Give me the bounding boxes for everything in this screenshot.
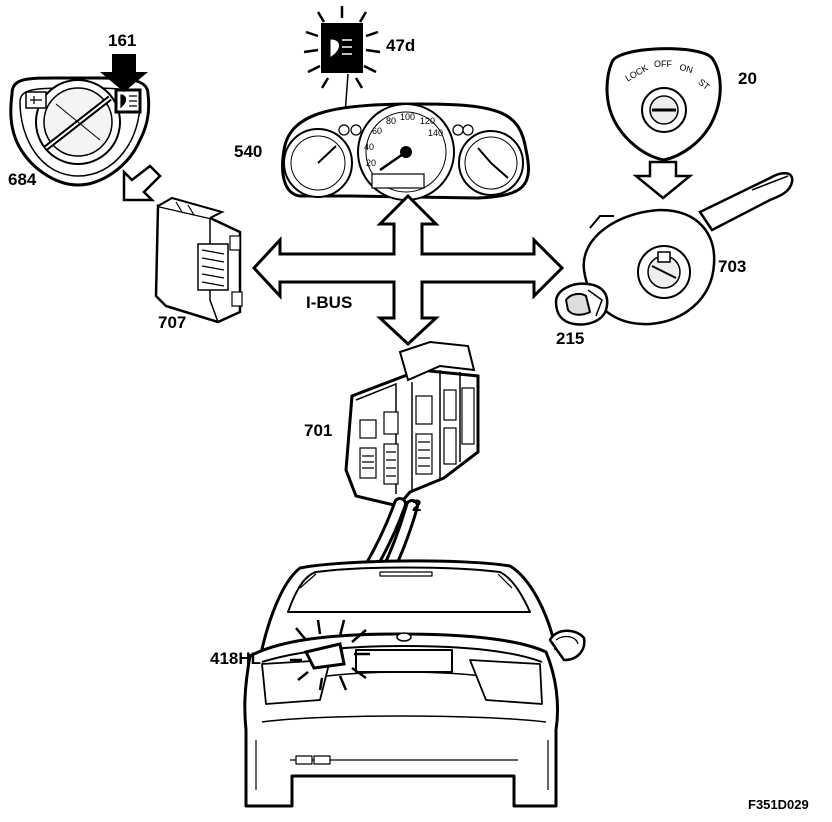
light-switch-684	[9, 76, 151, 187]
label-707: 707	[158, 313, 187, 332]
steering-module-703	[582, 172, 794, 326]
ignition-off-text: OFF	[654, 59, 672, 69]
indicator-47d	[303, 6, 381, 129]
lamp-rays	[290, 619, 370, 691]
label-418hl: 418HL	[210, 649, 262, 668]
label-161: 161	[108, 31, 137, 50]
cluster-scale-5: 120	[420, 116, 435, 126]
label-701: 701	[304, 421, 333, 440]
ignition-switch-20: LOCK OFF ON ST	[605, 47, 722, 162]
cluster-scale-3: 80	[386, 116, 396, 126]
arrow-161	[100, 54, 148, 92]
cluster-scale-6: 140	[428, 128, 443, 138]
lamp-418hl	[290, 619, 370, 691]
cluster-scale-2: 60	[372, 126, 382, 136]
cluster-scale-4: 100	[400, 112, 415, 122]
cluster-scale-0: 20	[366, 158, 376, 168]
fog-switch-215	[554, 282, 609, 326]
ignition-on-text: ON	[678, 62, 694, 75]
cluster-540: 20 40 60 80 100 120 140	[281, 102, 530, 201]
car-rear-view	[243, 559, 586, 808]
label-ibus: I-BUS	[306, 293, 353, 312]
label-703: 703	[718, 257, 747, 276]
label-47d: 47d	[386, 36, 416, 55]
label-684: 684	[8, 170, 37, 189]
label-20: 20	[738, 69, 757, 88]
label-2: 2	[412, 496, 422, 515]
hollow-arrow-684	[122, 164, 162, 202]
ibus-label-bg	[300, 291, 376, 313]
module-701	[344, 340, 480, 508]
cluster-scale-1: 40	[364, 142, 374, 152]
ibus-arrows	[251, 193, 565, 347]
label-215: 215	[556, 329, 585, 348]
label-540: 540	[234, 142, 263, 161]
indicator-rays	[303, 6, 381, 89]
hollow-arrow-20	[632, 160, 694, 200]
figure-id: F351D029	[748, 797, 809, 812]
module-707	[154, 196, 243, 324]
